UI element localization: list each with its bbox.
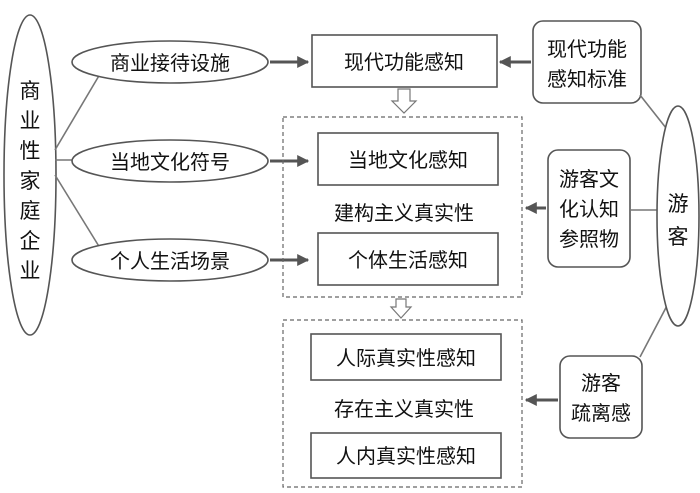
box-standard-line: 现代功能	[547, 37, 627, 61]
enterprise-char: 家	[20, 169, 41, 193]
box-intrapersonal	[310, 432, 502, 479]
oval-life-label: 个人生活场景	[110, 249, 230, 273]
enterprise-char: 性	[20, 139, 41, 163]
box-interpersonal	[310, 333, 502, 381]
box-reference-line: 化认知	[559, 197, 619, 221]
box-life-perception	[317, 232, 499, 286]
connector-line	[639, 299, 671, 358]
box-culture-perception	[317, 132, 499, 186]
oval-commercial-facilities	[71, 40, 269, 84]
oval-commercial-label: 商业接待设施	[110, 51, 230, 75]
box-alienation-line: 疏离感	[571, 401, 631, 425]
tourist-char: 客	[668, 225, 689, 249]
group-constructive	[282, 116, 523, 298]
oval-culture-label: 当地文化符号	[110, 150, 230, 174]
box-intrapersonal-label: 人内真实性感知	[336, 444, 476, 468]
box-cultural-reference	[547, 149, 631, 268]
box-modern-function	[311, 34, 498, 88]
box-life-label: 个体生活感知	[348, 248, 468, 272]
group-existential	[282, 319, 523, 488]
enterprise-char: 业	[20, 259, 41, 283]
box-interpersonal-label: 人际真实性感知	[336, 346, 476, 370]
box-culture-label: 当地文化感知	[348, 148, 468, 172]
box-reference-line: 参照物	[559, 227, 619, 251]
down-arrow-icon	[390, 88, 418, 114]
tourist-node	[656, 105, 700, 327]
down-arrow-icon	[389, 298, 413, 319]
oval-personal-life	[71, 238, 269, 282]
enterprise-char: 企	[20, 229, 41, 253]
tourist-char: 游	[668, 192, 689, 216]
enterprise-node	[3, 14, 57, 336]
enterprise-char: 庭	[20, 199, 41, 223]
connector-line	[54, 73, 101, 151]
box-reference-line: 游客文	[559, 167, 619, 191]
box-standard-line: 感知标准	[547, 67, 627, 91]
box-function-standard	[532, 20, 642, 104]
box-alienation	[559, 355, 643, 439]
enterprise-char: 商	[20, 79, 41, 103]
oval-local-culture	[71, 139, 269, 183]
enterprise-char: 业	[20, 109, 41, 133]
group-existential-label: 存在主义真实性	[334, 397, 474, 421]
connector-line	[54, 174, 101, 249]
box-modern-label: 现代功能感知	[344, 50, 464, 74]
group-constructive-label: 建构主义真实性	[334, 201, 474, 225]
box-alienation-line: 游客	[581, 371, 621, 395]
